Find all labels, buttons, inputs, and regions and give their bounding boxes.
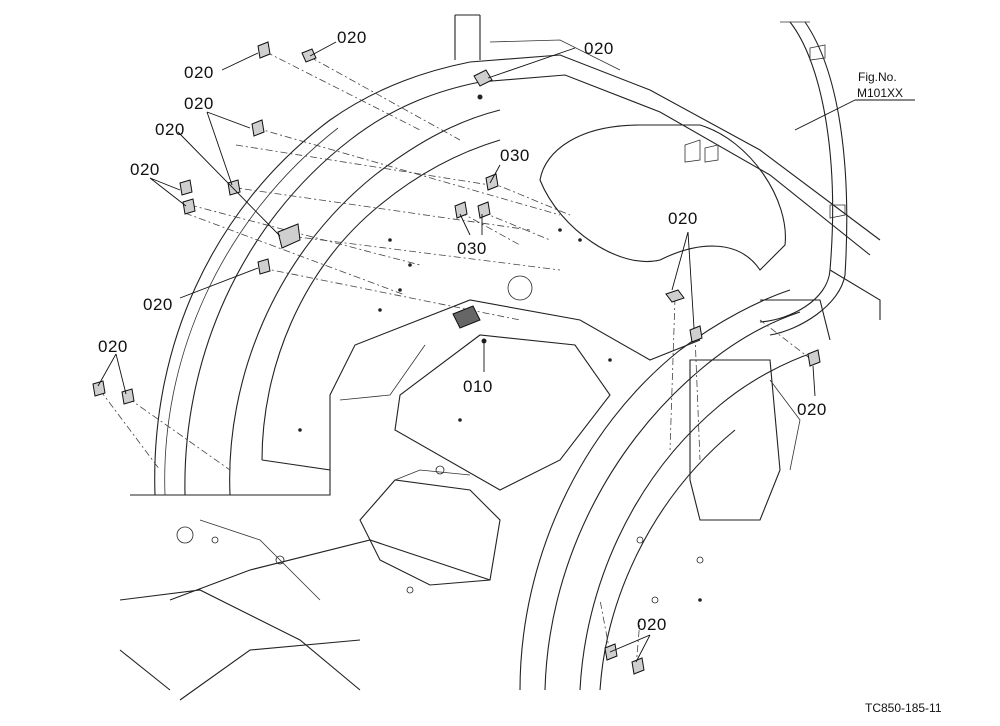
plate-left bbox=[277, 223, 301, 249]
decal-020-a[interactable] bbox=[257, 41, 271, 59]
callout-c12: 030 bbox=[500, 146, 530, 165]
projection-lines bbox=[99, 51, 813, 668]
callout-c6: 020 bbox=[130, 160, 160, 179]
decal-020-k[interactable] bbox=[665, 289, 685, 303]
decal-020-o[interactable] bbox=[631, 657, 645, 675]
decals bbox=[92, 41, 821, 675]
callout-labels: 020 020 020 020 020 020 020 020 020 020 … bbox=[98, 28, 827, 634]
decal-020-i[interactable] bbox=[121, 388, 135, 405]
callout-c3: 020 bbox=[584, 39, 614, 58]
decal-020-h[interactable] bbox=[92, 380, 106, 397]
callout-c2: 020 bbox=[337, 28, 367, 47]
callout-c9: 020 bbox=[668, 209, 698, 228]
callout-c4: 020 bbox=[184, 94, 214, 113]
decal-020-b[interactable] bbox=[301, 48, 317, 63]
decal-020-g[interactable] bbox=[257, 258, 271, 275]
decal-030-a[interactable] bbox=[485, 173, 499, 191]
decal-020-f[interactable] bbox=[182, 198, 196, 215]
leader-lines bbox=[97, 41, 915, 663]
callout-c7: 020 bbox=[143, 295, 173, 314]
decal-020-l[interactable] bbox=[689, 325, 703, 343]
fig-number[interactable]: M101XX bbox=[857, 86, 903, 100]
decal-030-b[interactable] bbox=[454, 201, 468, 219]
decal-030-c[interactable] bbox=[477, 201, 491, 219]
decal-020-d[interactable] bbox=[227, 179, 241, 196]
decal-020-m[interactable] bbox=[807, 349, 821, 367]
figure-reference: Fig.No. M101XX TC850-185-11 bbox=[857, 70, 942, 715]
drawing-code: TC850-185-11 bbox=[865, 701, 942, 715]
callout-c11: 020 bbox=[637, 615, 667, 634]
callout-c10: 020 bbox=[797, 400, 827, 419]
callout-c13: 030 bbox=[457, 239, 487, 258]
callout-c1: 020 bbox=[184, 63, 214, 82]
cab-outline bbox=[119, 14, 881, 701]
decal-010[interactable] bbox=[452, 305, 481, 329]
decal-020-j[interactable] bbox=[473, 69, 493, 87]
decal-020-e[interactable] bbox=[179, 179, 193, 196]
decal-020-c[interactable] bbox=[251, 119, 265, 137]
callout-c8: 020 bbox=[98, 337, 128, 356]
callout-c5: 020 bbox=[155, 120, 185, 139]
hinges bbox=[684, 44, 846, 219]
fig-label: Fig.No. bbox=[858, 70, 897, 84]
callout-c14: 010 bbox=[463, 377, 493, 396]
